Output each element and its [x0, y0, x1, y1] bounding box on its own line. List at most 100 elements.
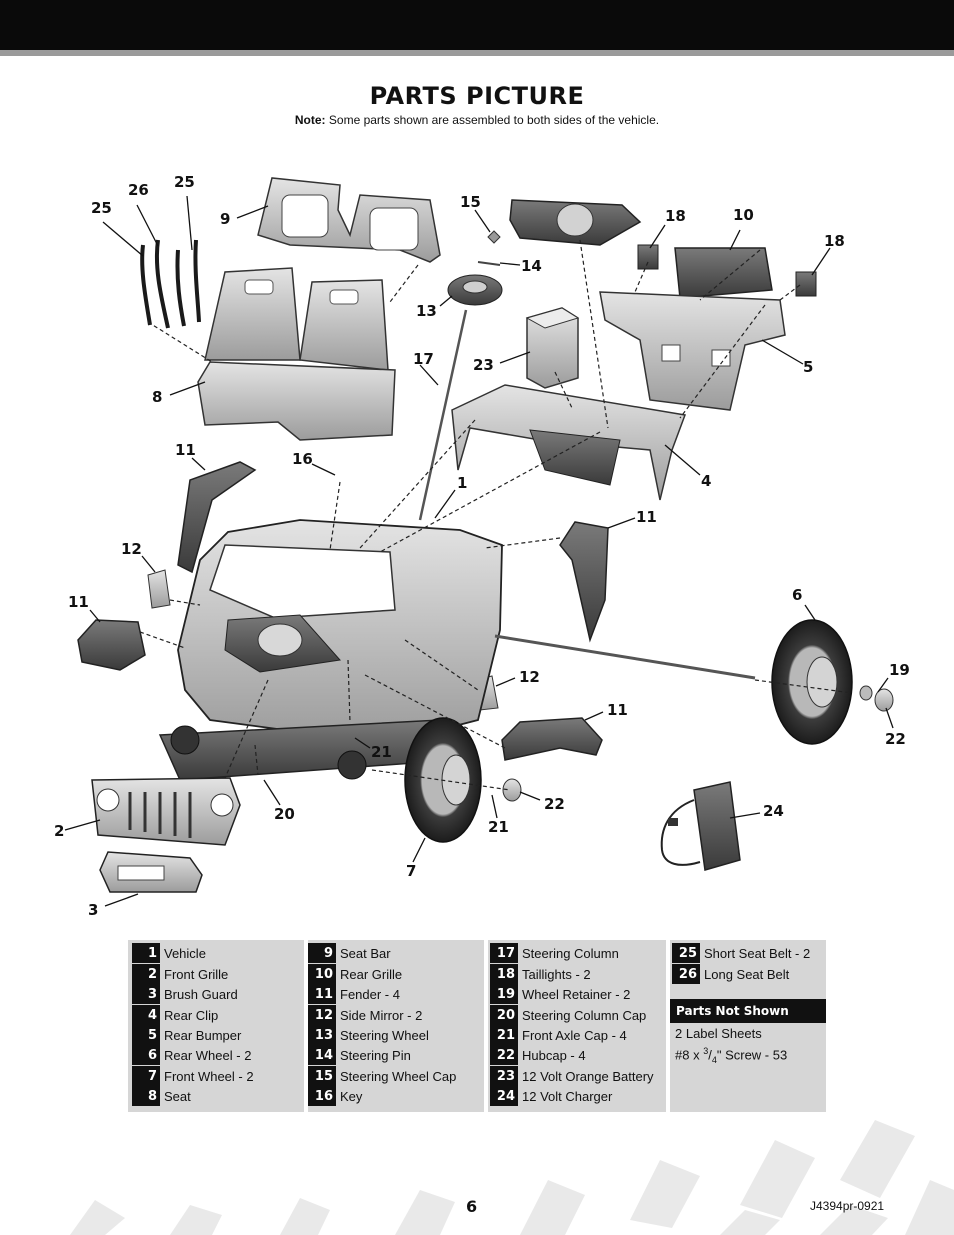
part-name: Vehicle: [164, 945, 206, 961]
callout-26: 26: [128, 181, 149, 199]
callout-9: 9: [220, 210, 230, 228]
part-number: 3: [132, 984, 160, 1004]
rear-grille-illustration: [674, 247, 773, 299]
part-name: Steering Pin: [340, 1047, 411, 1063]
part-name: Front Wheel - 2: [164, 1068, 254, 1084]
part-name: Taillights - 2: [522, 966, 591, 982]
callout-19: 19: [889, 661, 910, 679]
fraction-denominator: 4: [711, 1054, 717, 1065]
part-number: 4: [132, 1005, 160, 1025]
part-name: Rear Clip: [164, 1007, 219, 1023]
legend-divider: [666, 940, 670, 1112]
top-black-bar: [0, 0, 954, 50]
part-number: 6: [132, 1045, 160, 1065]
part-number: 19: [490, 984, 518, 1004]
screw-size-prefix: #8 x: [675, 1047, 704, 1063]
document-code: J4394pr-0921: [810, 1199, 885, 1213]
part-number: 13: [308, 1025, 336, 1045]
page-number: 6: [466, 1197, 478, 1216]
parts-diagram: 25 26 25 9 15 14 18 10 18 13 17 23 5 8 1…: [54, 173, 910, 919]
part-number: 5: [132, 1025, 160, 1045]
part-name: Front Grille: [164, 966, 229, 982]
callout-16: 16: [292, 450, 313, 468]
part-number: 12: [308, 1005, 336, 1025]
part-number: 23: [490, 1066, 518, 1086]
legend-divider: [484, 940, 488, 1112]
callout-8: 8: [152, 388, 162, 406]
part-number: 18: [490, 964, 518, 984]
callout-25a: 25: [91, 199, 112, 217]
callout-25b: 25: [174, 173, 195, 191]
callout-21b: 21: [488, 818, 509, 836]
part-name: Key: [340, 1088, 363, 1104]
callout-18a: 18: [665, 207, 686, 225]
callout-1: 1: [457, 474, 467, 492]
callout-2: 2: [54, 822, 64, 840]
callout-11c: 11: [68, 593, 89, 611]
part-number: 20: [490, 1005, 518, 1025]
callout-10: 10: [733, 206, 754, 224]
part-number: 11: [308, 984, 336, 1004]
part-name: Long Seat Belt: [704, 966, 790, 982]
part-name: Rear Grille: [340, 966, 403, 982]
assembly-dashed-lines: [139, 239, 853, 791]
rear-bumper-illustration: [599, 291, 786, 411]
callout-7: 7: [406, 862, 416, 880]
footer-tread-pattern: [70, 1120, 954, 1235]
part-number: 8: [132, 1086, 160, 1106]
vehicle-illustration: [158, 519, 756, 781]
part-name: Steering Wheel: [340, 1027, 429, 1043]
fraction-numerator: 3: [703, 1046, 709, 1056]
part-name: Steering Column: [522, 945, 619, 961]
rear-wheel-illustration: [771, 619, 853, 745]
part-name: Seat: [164, 1088, 191, 1104]
battery-illustration: [525, 307, 580, 389]
callout-5: 5: [803, 358, 813, 376]
part-number: 26: [672, 964, 700, 984]
parts-not-shown-heading: Parts Not Shown: [670, 999, 826, 1023]
leader-lines: [64, 195, 894, 907]
part-name: Short Seat Belt - 2: [704, 945, 811, 961]
callout-11b: 11: [636, 508, 657, 526]
part-number: 15: [308, 1066, 336, 1086]
note-line: Note: Some parts shown are assembled to …: [0, 113, 954, 127]
callout-12b: 12: [519, 668, 540, 686]
callout-24: 24: [763, 802, 784, 820]
charger-illustration: [660, 781, 741, 871]
part-name: Rear Bumper: [164, 1027, 242, 1043]
callout-3: 3: [88, 901, 98, 919]
callout-labels: 25 26 25 9 15 14 18 10 18 13 17 23 5 8 1…: [54, 173, 910, 919]
part-name: Side Mirror - 2: [340, 1007, 423, 1023]
part-number: 21: [490, 1025, 518, 1045]
callout-13: 13: [416, 302, 437, 320]
callout-12a: 12: [121, 540, 142, 558]
seat-bar-illustration: [257, 177, 441, 263]
part-name: Steering Wheel Cap: [340, 1068, 457, 1084]
fraction-slash: /: [708, 1047, 712, 1063]
part-number: 17: [490, 943, 518, 963]
rear-clip-illustration: [451, 384, 687, 501]
brush-guard-illustration: [99, 851, 203, 893]
